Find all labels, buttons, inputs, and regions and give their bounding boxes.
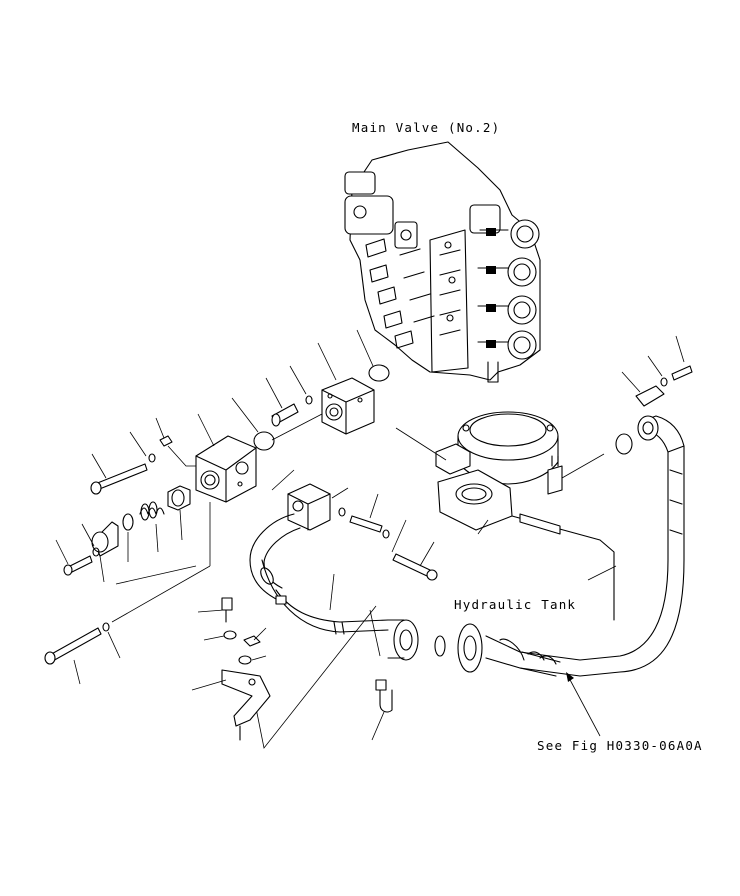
long-bolt-upper [90, 463, 148, 495]
check-valve-parts [63, 485, 191, 576]
suction-pipe [249, 483, 419, 713]
bracket [221, 597, 271, 741]
return-hose [434, 365, 693, 677]
hydraulic-tank-label: Hydraulic Tank [454, 597, 577, 612]
main-valve [344, 141, 541, 383]
o-ring-valve [368, 364, 390, 382]
pipe-bolts [338, 507, 438, 581]
hydraulic-tank [435, 411, 615, 621]
small-fitting [275, 595, 287, 605]
o-ring-left [253, 431, 275, 451]
reference-arrow [566, 672, 601, 737]
o-ring-right [615, 433, 633, 455]
flange-block-upper [321, 377, 375, 435]
main-valve-label: Main Valve (No.2) [352, 120, 501, 135]
long-bolt-lower [44, 622, 110, 665]
flange-block-lower [195, 435, 257, 503]
clip [148, 435, 173, 463]
spool-caps [469, 204, 540, 360]
bolt-upper [271, 395, 313, 427]
see-fig-label[interactable]: See Fig H0330-06A0A [537, 738, 703, 753]
